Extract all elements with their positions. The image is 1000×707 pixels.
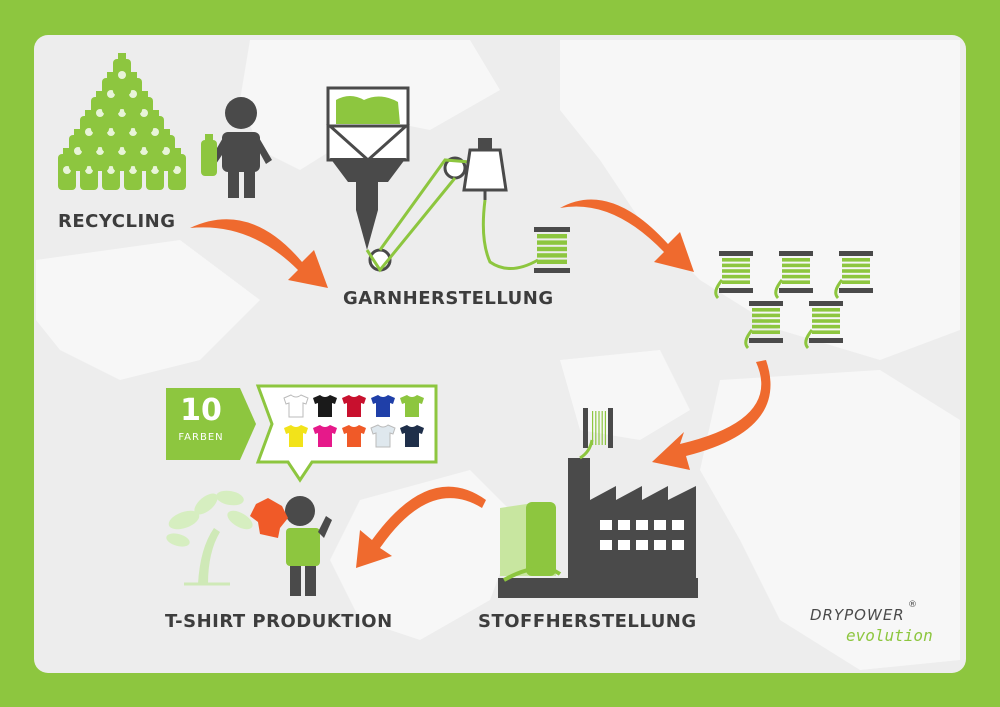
tshirt-color-swatch: [400, 395, 424, 417]
tree-icon: [166, 490, 253, 586]
tshirt-color-swatch: [400, 425, 424, 447]
process-arrows: [190, 199, 771, 568]
tshirt-color-swatch: [371, 395, 395, 417]
brand-registered-mark: ®: [908, 600, 917, 610]
tshirt-color-swatch: [342, 425, 366, 447]
yarn-machine-icon: [326, 86, 539, 273]
bottle-pyramid-icon: [58, 53, 186, 190]
spool-icon: [749, 301, 783, 343]
person-with-bottle-icon: [201, 97, 272, 198]
arrow-garn-to-spools: [560, 199, 694, 272]
spool-icon: [839, 251, 873, 293]
step-label-tshirt-produktion: T-SHIRT PRODUKTION: [165, 611, 393, 632]
tshirt-color-swatch: [342, 395, 366, 417]
arrow-recycling-to-garn: [190, 219, 328, 288]
step-label-stoffherstellung: STOFFHERSTELLUNG: [478, 611, 697, 632]
yarn-spool-icon: [534, 227, 570, 273]
step-label-recycling: RECYCLING: [58, 211, 176, 232]
yarn-spools-group-icon: [714, 251, 873, 350]
arrow-factory-to-tshirt: [356, 486, 486, 568]
tshirt-color-swatch: [313, 395, 337, 417]
tshirt-color-swatch: [284, 425, 308, 447]
spool-icon: [534, 227, 570, 273]
tshirt-color-swatch: [313, 425, 337, 447]
brand-subtitle: evolution: [846, 626, 933, 645]
colors-count: 10: [180, 393, 222, 428]
step-label-garnherstellung: GARNHERSTELLUNG: [343, 288, 554, 309]
spool-icon: [779, 251, 813, 293]
person-with-shirt-icon: [250, 496, 332, 596]
factory-icon: [498, 408, 698, 598]
color-options-bubble: [166, 384, 438, 483]
world-map-background: [36, 40, 960, 670]
colors-label: FARBEN: [178, 432, 224, 443]
brand-name: DRYPOWER: [810, 606, 905, 624]
spool-icon: [719, 251, 753, 293]
spool-icon: [809, 301, 843, 343]
tshirt-color-swatch: [283, 394, 309, 418]
tshirt-color-swatch: [370, 424, 396, 448]
spool-icon: [583, 408, 613, 448]
arrow-spools-to-factory: [652, 360, 771, 470]
bottle-icon: [113, 53, 131, 95]
